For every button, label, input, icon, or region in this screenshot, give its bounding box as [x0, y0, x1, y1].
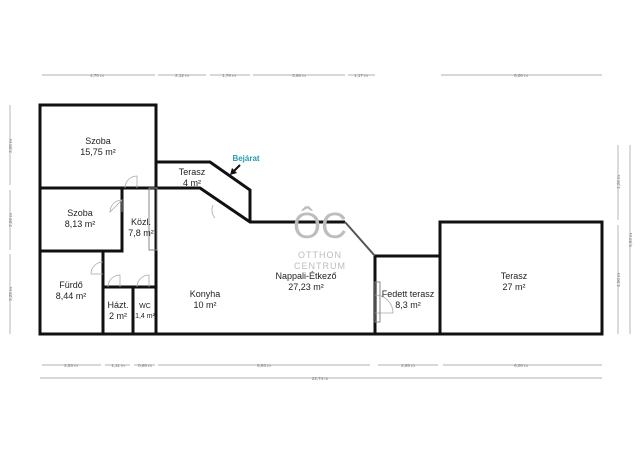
dim-right: 4,50 m [616, 273, 621, 287]
room-kozl-area: 7,8 m² [128, 228, 154, 238]
room-furdo-area: 8,44 m² [56, 291, 87, 301]
dim-top: 1,76 m [222, 73, 236, 78]
logo-mark: ÔC [293, 205, 347, 246]
room-hazt-area: 2 m² [109, 311, 127, 321]
dim-bottom: 1,11 m [111, 363, 125, 368]
room-fedett-area: 8,3 m² [395, 300, 421, 310]
room-terasz-big-area: 27 m² [502, 282, 525, 292]
room-terasz-small-name: Terasz [179, 167, 206, 177]
room-konyha-area: 10 m² [193, 300, 216, 310]
dimension-lines-sides [9, 105, 631, 334]
dim-right: 1,26 m [616, 175, 621, 189]
dim-right-total: 5,93 m [628, 233, 633, 247]
logo-line2: CENTRUM [294, 261, 346, 271]
dim-bottom: 8,93 m [257, 363, 271, 368]
dim-top: 1,17 m [354, 73, 368, 78]
room-szoba1-area: 15,75 m² [80, 147, 116, 157]
room-szoba2-area: 8,13 m² [65, 219, 96, 229]
dim-top: 6,00 m [514, 73, 528, 78]
room-labels: Szoba 15,75 m² Szoba 8,13 m² Közl. 7,8 m… [56, 136, 528, 321]
room-nappali-name: Nappali-Étkező [275, 271, 336, 281]
dim-bottom: 0,86 m [138, 363, 152, 368]
dim-top: 4,70 m [90, 73, 104, 78]
room-terasz-small-area: 4 m² [183, 178, 201, 188]
room-terasz-big-name: Terasz [501, 271, 528, 281]
dimension-lines-bottom [40, 364, 602, 379]
entrance-label: Bejárat [232, 154, 259, 163]
room-nappali-area: 27,23 m² [288, 282, 324, 292]
room-konyha-name: Konyha [190, 289, 221, 299]
walls [38, 103, 604, 336]
dim-left: 2,56 m [8, 213, 13, 227]
room-fedett-name: Fedett terasz [382, 289, 435, 299]
dim-top: 2,12 m [175, 73, 189, 78]
room-wc-area: 1,4 m² [135, 313, 156, 320]
dim-total: 22,74 m [312, 376, 329, 381]
dimension-texts: 4,70 m 2,12 m 1,76 m 3,68 m 1,17 m 6,00 … [8, 73, 633, 381]
room-kozl-name: Közl. [131, 217, 151, 227]
room-szoba1-name: Szoba [85, 136, 111, 146]
dim-bottom: 2,65 m [401, 363, 415, 368]
dim-bottom: 6,00 m [514, 363, 528, 368]
logo-line1: OTTHON [298, 250, 342, 260]
arrow-head [230, 168, 237, 175]
dim-top: 3,68 m [292, 73, 306, 78]
room-hazt-name: Házt. [107, 300, 128, 310]
dim-bottom: 2,53 m [64, 363, 78, 368]
room-furdo-name: Fürdő [59, 280, 83, 290]
otthon-centrum-logo: ÔC OTTHON CENTRUM [293, 205, 347, 271]
room-wc-name: WC [139, 303, 151, 310]
doors [90, 175, 394, 323]
dim-left: 3,05 m [8, 139, 13, 153]
room-szoba2-name: Szoba [67, 208, 93, 218]
dim-left: 3,25 m [8, 287, 13, 301]
